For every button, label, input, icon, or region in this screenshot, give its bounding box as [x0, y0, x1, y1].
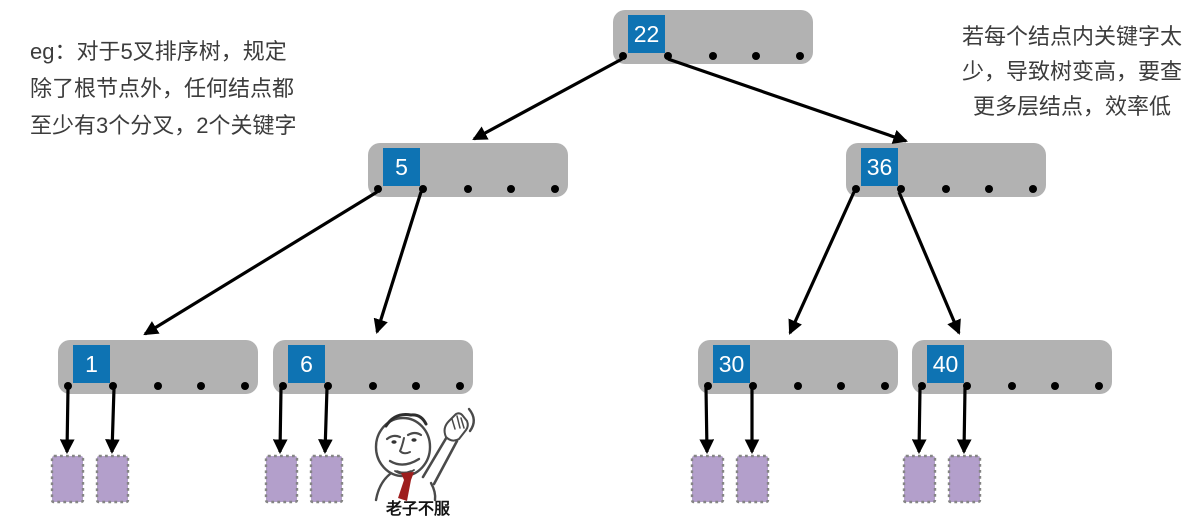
pointer-dot: [1008, 382, 1016, 390]
pointer-dot: [197, 382, 205, 390]
key-cell: [713, 345, 750, 383]
meme-body: [429, 481, 437, 502]
annotation-right-line: 更多层结点，效率低: [972, 94, 1171, 119]
tree-edge-arrow: [105, 387, 120, 455]
tree-node-22: 22: [613, 10, 813, 64]
key-cell: [288, 345, 325, 383]
pointer-dot: [752, 52, 760, 60]
tree-edge-arrow: [956, 387, 972, 455]
tree-nodes: 22 5 36 1 6 30 40: [58, 10, 1112, 394]
key-label: 40: [933, 351, 959, 377]
pointer-dot: [109, 382, 117, 390]
tree-node-5: 5: [368, 143, 568, 197]
meme-body: [374, 472, 392, 502]
annotation-left: eg：对于5叉排序树，规定 除了根节点外，任何结点都 至少有3个分叉，2个关键字: [30, 33, 360, 144]
meme-hair: [384, 413, 428, 428]
annotation-left-line: eg：对于5叉排序树，规定: [30, 39, 287, 64]
leaf-block: [50, 454, 85, 504]
pointer-dot: [64, 382, 72, 390]
tree-edge-arrow: [788, 191, 856, 335]
leaf-blocks: [50, 454, 982, 504]
pointer-dot: [1029, 185, 1037, 193]
annotation-right: 若每个结点内关键字太 少，导致树变高，要查 更多层结点，效率低: [946, 19, 1198, 124]
tree-edge-arrow: [143, 190, 378, 336]
leaf-block: [95, 454, 130, 504]
annotation-right-line: 少，导致树变高，要查: [961, 59, 1182, 84]
leaf-block: [902, 454, 937, 504]
key-label: 36: [867, 154, 893, 180]
key-label: 30: [719, 351, 745, 377]
pointer-dot: [852, 185, 860, 193]
leaf-block: [264, 454, 299, 504]
tree-edge-arrow: [667, 57, 908, 144]
tree-node-6: 6: [273, 340, 473, 394]
pointer-dot: [241, 382, 249, 390]
meme-hand-fingers: [451, 415, 465, 430]
leaf-block: [690, 454, 725, 504]
meme-nose: [399, 437, 411, 455]
pointer-dot: [796, 52, 804, 60]
tree-node-30: 30: [698, 340, 898, 394]
meme-caption: 老子不服: [385, 501, 450, 518]
meme-arm: [432, 439, 459, 486]
leaf-block: [947, 454, 982, 504]
pointer-dot: [154, 382, 162, 390]
pointer-dot: [794, 382, 802, 390]
pointer-dot: [985, 185, 993, 193]
pointer-dot: [881, 382, 889, 390]
meme-eye: [411, 438, 417, 442]
meme-mouth: [388, 457, 421, 466]
key-cell: [73, 345, 110, 383]
meme-motion-line: [467, 407, 475, 433]
pointer-dot: [456, 382, 464, 390]
tree-edge-arrow: [59, 387, 75, 455]
pointer-dot: [369, 382, 377, 390]
tree-edge-arrow: [472, 57, 623, 141]
meme-brows: [385, 431, 423, 441]
key-label: 22: [634, 21, 660, 47]
key-label: 5: [395, 154, 408, 180]
key-cell: [861, 148, 898, 186]
pointer-dot: [942, 185, 950, 193]
tree-edge-arrow: [911, 387, 927, 455]
meme-head: [374, 416, 432, 478]
annotation-left-line: 至少有3个分叉，2个关键字: [30, 113, 297, 138]
pointer-dot: [1051, 382, 1059, 390]
tree-edge-arrow: [318, 387, 333, 455]
meme-eye: [391, 440, 397, 444]
tree-edge-arrow: [373, 191, 423, 334]
tree-edge-arrow: [272, 387, 288, 455]
key-cell: [383, 148, 420, 186]
meme-image: [374, 407, 475, 502]
leaf-block: [735, 454, 770, 504]
tree-node-1: 1: [58, 340, 258, 394]
pointer-dot: [1095, 382, 1103, 390]
key-label: 6: [300, 351, 313, 377]
pointer-dot: [837, 382, 845, 390]
key-label: 1: [85, 351, 98, 377]
tree-edge-arrow: [897, 191, 961, 335]
leaf-block: [309, 454, 344, 504]
meme-tie: [398, 472, 414, 501]
tree-edge-arrow: [699, 387, 715, 455]
tree-edges: [59, 57, 972, 455]
annotation-right-line: 若每个结点内关键字太: [961, 24, 1182, 49]
pointer-dot: [709, 52, 717, 60]
tree-node-36: 36: [846, 143, 1046, 197]
pointer-dot: [507, 185, 515, 193]
annotation-left-line: 除了根节点外，任何结点都: [30, 76, 295, 101]
key-cell: [927, 345, 964, 383]
pointer-dot: [464, 185, 472, 193]
pointer-dot: [551, 185, 559, 193]
pointer-dot: [419, 185, 427, 193]
pointer-dot: [412, 382, 420, 390]
pointer-dot: [897, 185, 905, 193]
key-cell: [628, 15, 665, 53]
meme-arm: [421, 433, 450, 479]
tree-node-40: 40: [912, 340, 1112, 394]
